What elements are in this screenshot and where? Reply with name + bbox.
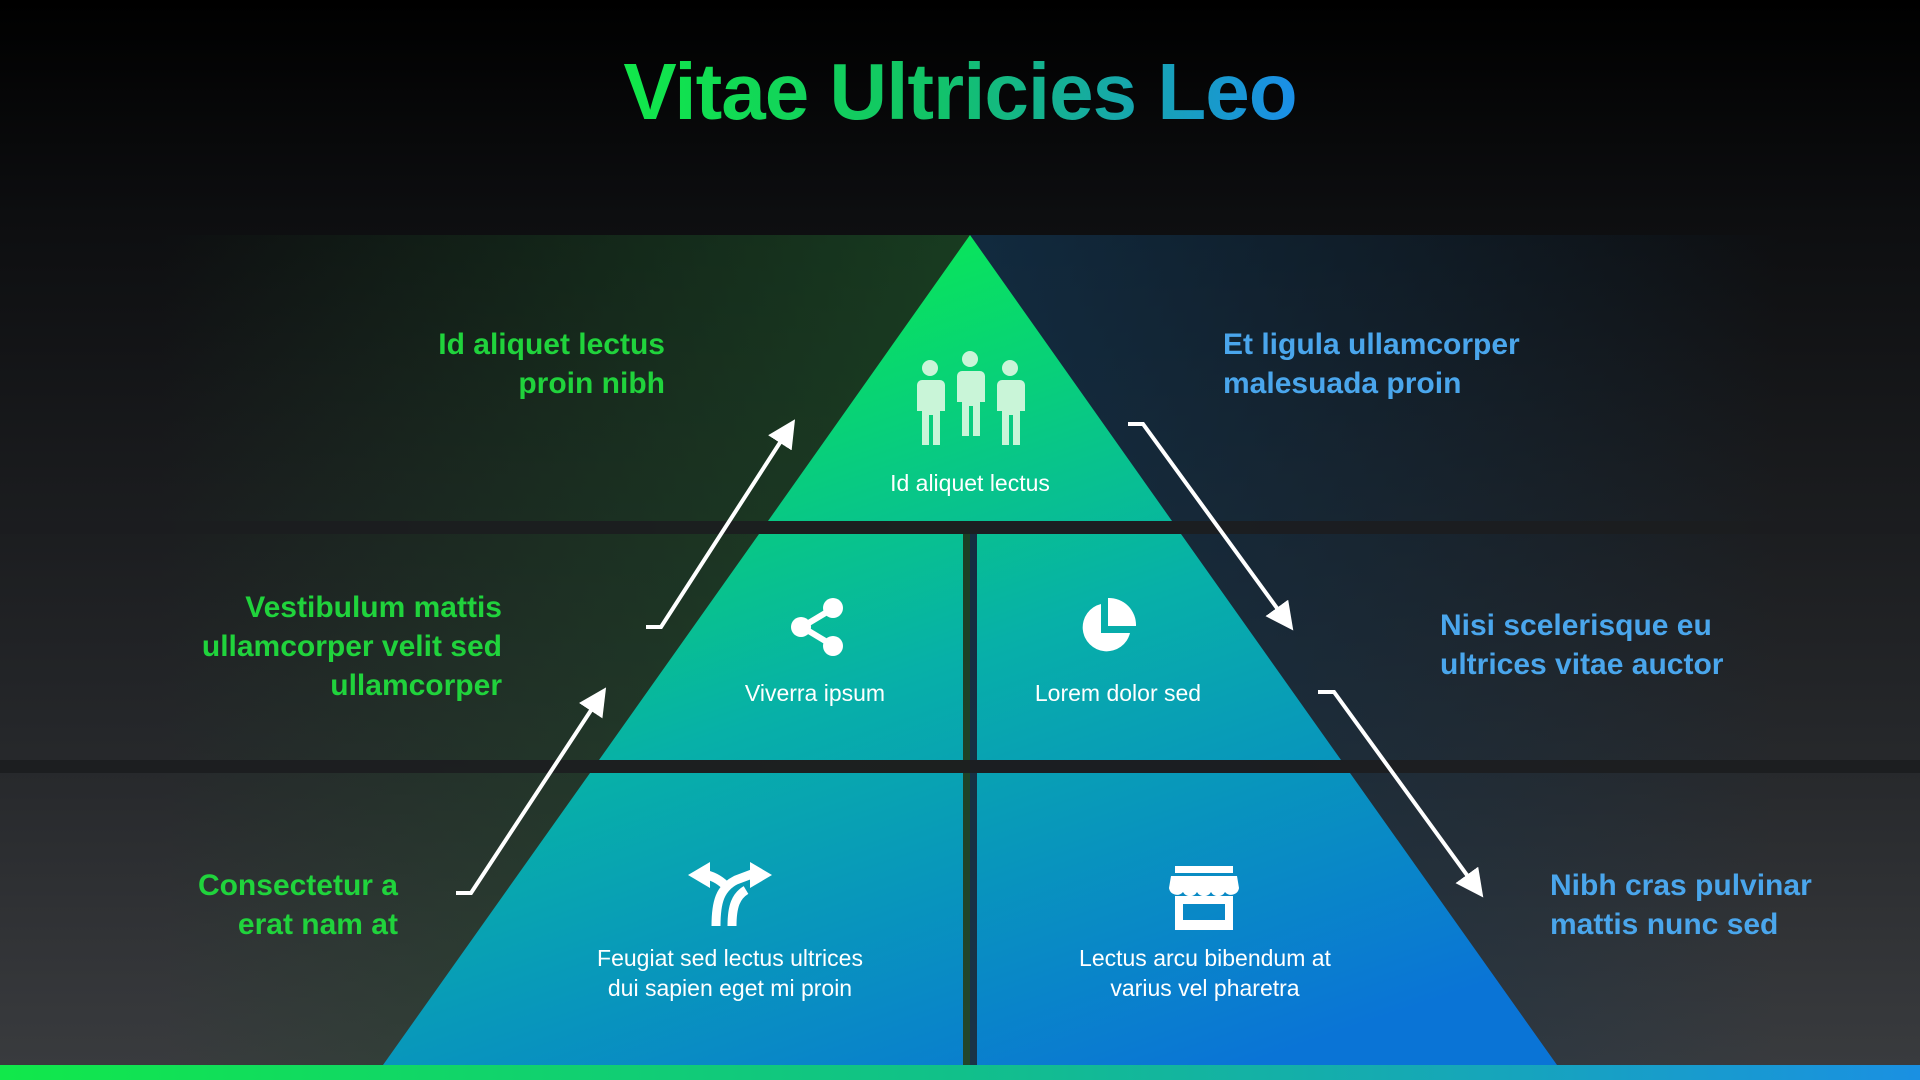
page-title: Vitae Ultricies Leo <box>0 46 1920 138</box>
left-label-middle: Vestibulum mattis ullamcorper velit sed … <box>120 588 502 705</box>
pyramid-bottom-left-label: Feugiat sed lectus ultrices dui sapien e… <box>560 943 900 1003</box>
right-label-bottom: Nibh cras pulvinar mattis nunc sed <box>1550 866 1900 944</box>
right-label-top-line1: Et ligula ullamcorper <box>1223 328 1520 361</box>
left-label-bottom-line1: Consectetur a <box>197 869 398 902</box>
arrow-right-upper <box>1128 422 1294 631</box>
right-label-top: Et ligula ullamcorper malesuada proin <box>1223 325 1603 403</box>
arrow-left-lower <box>456 687 607 895</box>
left-label-middle-line1: Vestibulum mattis <box>245 591 502 624</box>
right-label-middle-line1: Nisi scelerisque eu <box>1440 609 1712 642</box>
left-label-bottom: Consectetur a erat nam at <box>120 866 398 944</box>
pyramid-bottom-left-segment <box>383 773 963 1065</box>
arrow-right-lower <box>1318 690 1484 898</box>
arrow-left-upper <box>646 419 796 629</box>
storefront-icon <box>1169 866 1239 930</box>
pyramid-middle-right-label: Lorem dolor sed <box>1034 680 1202 706</box>
pyramid-bottom-left-line2: dui sapien eget mi proin <box>607 975 853 1001</box>
pyramid-middle-right-segment <box>977 534 1341 760</box>
pyramid-bottom-right-label: Lectus arcu bibendum at varius vel phare… <box>1035 943 1375 1003</box>
right-label-top-line2: malesuada proin <box>1223 367 1462 400</box>
right-label-middle: Nisi scelerisque eu ultrices vitae aucto… <box>1440 606 1800 684</box>
right-label-bottom-line1: Nibh cras pulvinar <box>1550 869 1812 902</box>
page-title-text: Vitae Ultricies Leo <box>623 47 1297 136</box>
pyramid-bottom-right-line2: varius vel pharetra <box>1110 975 1300 1001</box>
pyramid-middle-left-label: Viverra ipsum <box>744 680 886 706</box>
share-icon <box>791 598 843 656</box>
people-icon <box>917 351 1025 445</box>
pyramid-middle-left-segment <box>599 534 963 760</box>
left-label-middle-line3: ullamcorper <box>330 669 502 702</box>
pie-chart-icon <box>1082 597 1137 652</box>
left-label-middle-line2: ullamcorper velit sed <box>201 630 502 663</box>
pyramid-bottom-left-line1: Feugiat sed lectus ultrices <box>597 945 863 971</box>
footer-gradient-bar <box>0 1065 1920 1080</box>
right-label-middle-line2: ultrices vitae auctor <box>1440 648 1724 681</box>
right-label-bottom-line2: mattis nunc sed <box>1550 908 1779 941</box>
left-label-top-line1: Id aliquet lectus <box>438 328 665 361</box>
pyramid-bottom-right-line1: Lectus arcu bibendum at <box>1079 945 1331 971</box>
left-label-bottom-line2: erat nam at <box>237 908 398 941</box>
left-label-top: Id aliquet lectus proin nibh <box>325 325 665 403</box>
row-divider-bottom <box>0 760 1920 773</box>
row-divider-top <box>0 521 1920 534</box>
pyramid-bottom-right-segment <box>977 773 1557 1065</box>
left-label-top-line2: proin nibh <box>518 367 665 400</box>
split-arrows-icon <box>688 862 772 926</box>
pyramid-top-label: Id aliquet lectus <box>890 470 1050 496</box>
